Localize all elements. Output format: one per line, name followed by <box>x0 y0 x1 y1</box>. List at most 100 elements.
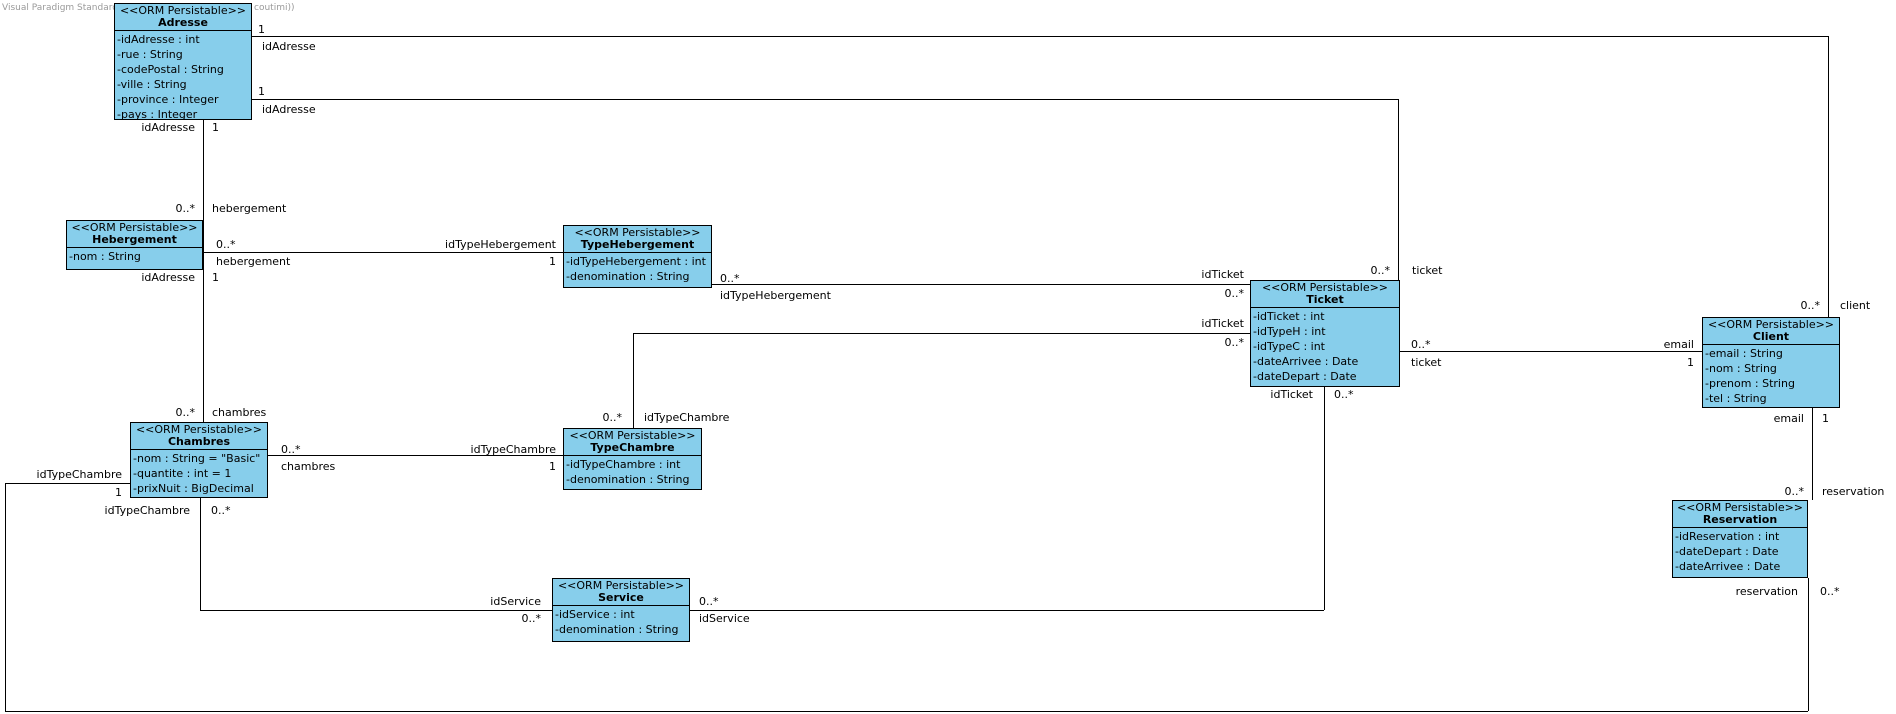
class-attribute: -codePostal : String <box>117 63 224 76</box>
role-label: idAdresse <box>262 103 316 116</box>
association-chambres-service[interactable] <box>200 610 552 611</box>
role-label: idTicket <box>1201 317 1244 330</box>
role-label: idTypeChambre <box>644 411 730 424</box>
association-chambres-reservation[interactable] <box>5 711 1808 712</box>
role-label: chambres <box>281 460 336 473</box>
class-header: <<ORM Persistable>>Hebergement <box>67 221 202 248</box>
class-ticket[interactable]: <<ORM Persistable>>Ticket -idTicket : int… <box>1250 280 1400 387</box>
multiplicity-label: 0..* <box>1224 336 1245 349</box>
class-attribute: -denomination : String <box>566 473 690 486</box>
association-service-ticket[interactable] <box>690 610 1324 611</box>
association-service-ticket[interactable] <box>1324 385 1325 610</box>
watermark-text-right: coutimi)) <box>254 3 295 13</box>
multiplicity-label: 0..* <box>1800 299 1821 312</box>
class-attributes: -idService : int-denomination : String <box>553 606 689 637</box>
class-attribute: -nom : String <box>69 250 141 263</box>
class-header: <<ORM Persistable>>Service <box>553 579 689 606</box>
association-chambres-reservation[interactable] <box>1808 578 1809 711</box>
class-typehebergement[interactable]: <<ORM Persistable>>TypeHebergement-idTyp… <box>563 225 712 288</box>
watermark-text-left: Visual Paradigm Standard(va <box>2 3 133 13</box>
class-header: <<ORM Persistable>>Reservation <box>1673 501 1807 528</box>
class-attribute: -idTypeC : int <box>1253 340 1325 353</box>
class-name: Adresse <box>158 16 208 29</box>
class-client[interactable]: <<ORM Persistable>>Client-email : String… <box>1702 317 1840 408</box>
multiplicity-label: 1 <box>1687 356 1694 369</box>
class-attribute: -nom : String = "Basic" <box>133 452 261 465</box>
class-attribute: -denomination : String <box>566 270 690 283</box>
association-chambres-service[interactable] <box>200 498 201 610</box>
role-label: client <box>1840 299 1871 312</box>
role-label: email <box>1773 412 1804 425</box>
association-chambres-typechambre[interactable] <box>268 455 563 456</box>
class-attribute: -dateDepart : Date <box>1675 545 1779 558</box>
role-label: hebergement <box>212 202 287 215</box>
multiplicity-label: 1 <box>1822 412 1829 425</box>
class-stereotype: <<ORM Persistable>> <box>1261 281 1389 294</box>
class-attributes: -idTypeHebergement : int-denomination : … <box>564 253 711 284</box>
multiplicity-label: 0..* <box>1334 388 1354 401</box>
multiplicity-label: 0..* <box>1820 585 1840 598</box>
association-adresse-client[interactable] <box>1828 36 1829 317</box>
multiplicity-label: 1 <box>115 486 122 499</box>
role-label: reservation <box>1735 585 1798 598</box>
class-attribute: -denomination : String <box>555 623 679 636</box>
class-name: Ticket <box>1306 293 1344 306</box>
class-attributes: -email : String -nom : String -prenom : St… <box>1703 345 1839 406</box>
class-stereotype: <<ORM Persistable>> <box>71 221 198 234</box>
role-label: ticket <box>1411 356 1442 369</box>
class-attribute: -quantite : int = 1 <box>133 467 232 480</box>
class-header: <<ORM Persistable>>Chambres <box>131 423 267 450</box>
class-name: Chambres <box>167 435 231 448</box>
multiplicity-label: 1 <box>258 85 265 98</box>
class-name: Service <box>598 591 644 604</box>
multiplicity-label: 0..* <box>175 406 196 419</box>
class-attribute: -idAdresse : int <box>117 33 200 46</box>
association-adresse-ticket[interactable] <box>252 99 1398 100</box>
class-stereotype: <<ORM Persistable>> <box>574 226 701 239</box>
multiplicity-label: 0..* <box>521 612 542 625</box>
class-attribute: -dateArrivee : Date <box>1253 355 1359 368</box>
class-attribute: -ville : String <box>117 78 187 91</box>
role-label: ticket <box>1412 264 1443 277</box>
class-stereotype: <<ORM Persistable>> <box>1676 501 1804 514</box>
role-label: idAdresse <box>141 271 195 284</box>
association-chambres-reservation[interactable] <box>5 483 6 711</box>
class-service[interactable]: <<ORM Persistable>>Service-idService : i… <box>552 578 690 642</box>
multiplicity-label: 1 <box>258 23 265 36</box>
class-typechambre[interactable]: <<ORM Persistable>>TypeChambre-idTypeCha… <box>563 428 702 490</box>
association-client-reservation[interactable] <box>1812 408 1813 500</box>
class-attribute: -prenom : String <box>1705 377 1795 390</box>
class-attribute: -idTicket : int <box>1253 310 1325 323</box>
association-typehebergement-ticket[interactable] <box>712 284 1250 285</box>
class-attributes: -nom : String = "Basic" -quantite : int =… <box>131 450 267 496</box>
multiplicity-label: 0..* <box>1224 287 1245 300</box>
class-name: Hebergement <box>92 233 177 246</box>
class-attributes: -idAdresse : int-rue : String-codePostal… <box>115 31 251 122</box>
association-typechambre-ticket[interactable] <box>633 333 634 428</box>
association-adresse-client[interactable] <box>252 36 1828 37</box>
class-stereotype: <<ORM Persistable>> <box>135 423 263 436</box>
class-attribute: -tel : String <box>1705 392 1767 405</box>
class-attribute: -email : String <box>1705 347 1783 360</box>
class-attribute: -idTypeChambre : int <box>566 458 681 471</box>
association-ticket-client[interactable] <box>1400 351 1702 352</box>
class-reservation[interactable]: <<ORM Persistable>>Reservation-idReserva… <box>1672 500 1808 578</box>
association-hebergement-typehebergement[interactable] <box>203 252 563 253</box>
multiplicity-label: 0..* <box>720 272 740 285</box>
class-attribute: -dateDepart : Date <box>1253 370 1357 383</box>
class-hebergement[interactable]: <<ORM Persistable>>Hebergement -nom : Str… <box>66 220 203 270</box>
class-adresse[interactable]: <<ORM Persistable>>Adresse -idAdresse : i… <box>114 3 252 122</box>
class-attribute: -province : Integer <box>117 93 219 106</box>
role-label: idTypeChambre <box>104 504 190 517</box>
association-chambres-reservation[interactable] <box>5 483 130 484</box>
class-stereotype: <<ORM Persistable>> <box>119 4 247 17</box>
class-attributes: -idTicket : int-idTypeH : int-idTypeC : … <box>1251 308 1399 384</box>
class-chambres[interactable]: <<ORM Persistable>>Chambres-nom : String… <box>130 422 268 498</box>
association-typechambre-ticket[interactable] <box>633 333 1250 334</box>
role-label: idTypeHebergement <box>720 289 831 302</box>
association-adresse-ticket[interactable] <box>1398 99 1399 280</box>
multiplicity-label: 0..* <box>211 504 231 517</box>
role-label: idAdresse <box>141 121 195 134</box>
class-attribute: -nom : String <box>1705 362 1777 375</box>
association-adresse-hebergement-chambres[interactable] <box>203 120 204 422</box>
